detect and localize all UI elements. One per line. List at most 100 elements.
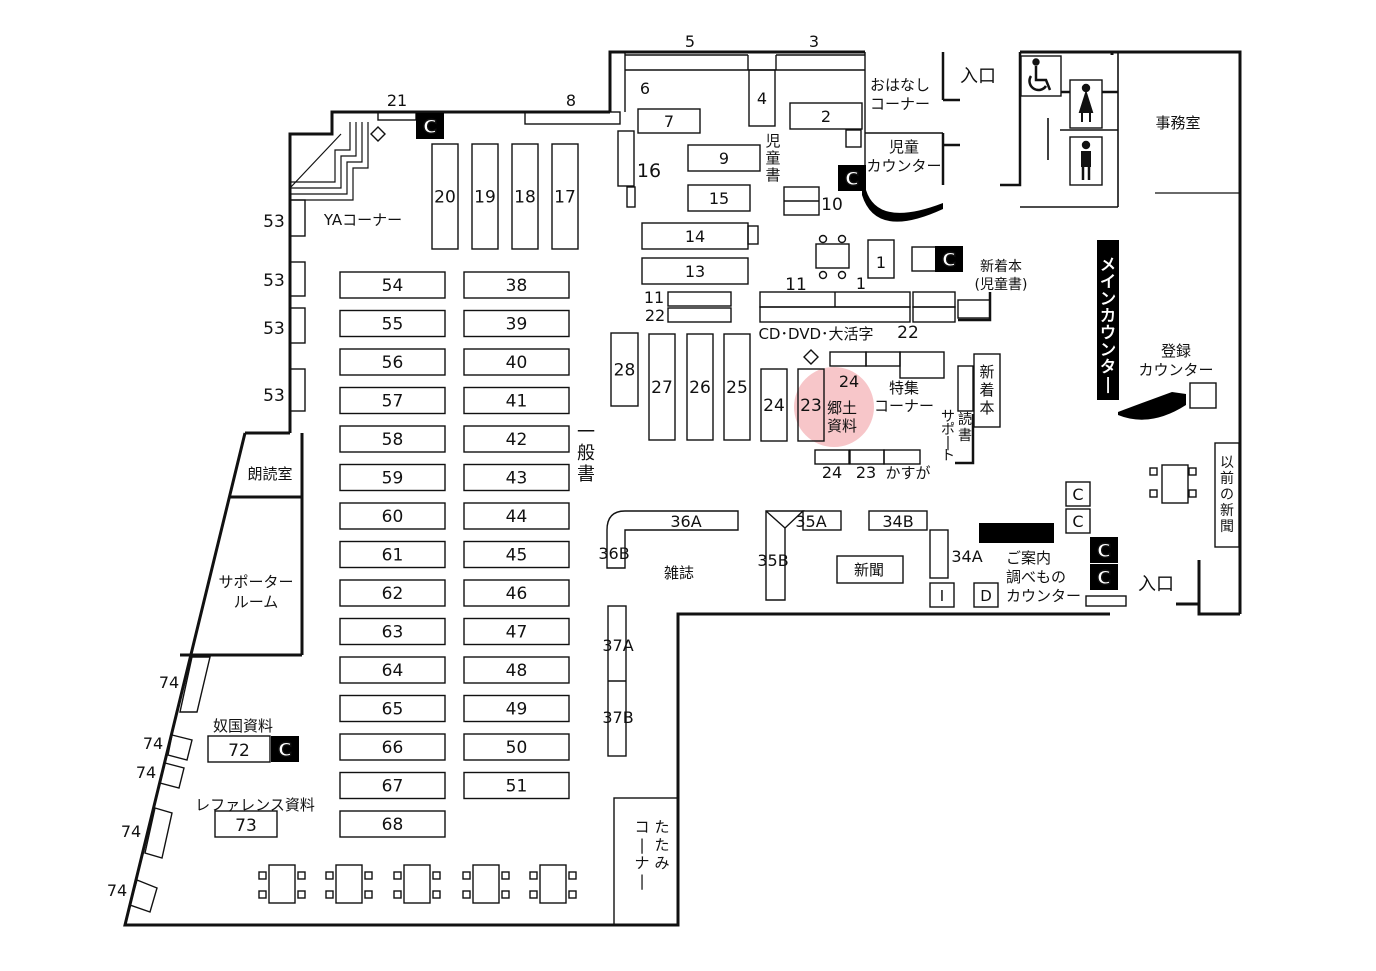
shelf-19 (471, 143, 499, 250)
male-restroom-icon (1069, 136, 1103, 186)
rooms-jido-counter-label: 児童カウンター (866, 138, 941, 175)
chair (325, 871, 334, 880)
chair (325, 890, 334, 899)
c-badge-label: C (1097, 540, 1111, 562)
c-badge (935, 246, 963, 272)
chair (462, 890, 471, 899)
areas-ippansho-label: 一般書 (577, 422, 595, 485)
shelf-labels-s63-label: 63 (382, 623, 404, 643)
shelf-labels-s15-label: 15 (709, 189, 729, 208)
shelf-labels-s22b-label: 22 (897, 323, 919, 343)
shelf-labels-s35b-label: 35B (757, 551, 788, 570)
shelf-labels-s51-label: 51 (506, 777, 528, 797)
shelf-labels-s18-label: 18 (514, 188, 536, 208)
shelf-labels-s38-label: 38 (506, 276, 528, 296)
shelf-13 (641, 257, 749, 285)
shelf-labels-s11a-label: 11 (644, 288, 664, 307)
shelf-51 (463, 771, 570, 800)
shelf-labels-s6-label: 6 (640, 79, 650, 98)
shelf-labels-s72-label: 72 (228, 741, 250, 761)
misc-structures (207, 111, 1240, 926)
c-badge-label: C (278, 739, 292, 761)
main-counter-label: メインカウンタ| (1100, 255, 1116, 394)
shelf-4 (748, 69, 776, 127)
chair (393, 871, 402, 880)
chair (432, 890, 441, 899)
areas-kasuga-label: かすが (885, 464, 930, 482)
shelf-45 (463, 540, 570, 569)
shelf-labels-s20-label: 20 (434, 188, 456, 208)
shelf-labels-s74c-label: 74 (136, 763, 156, 782)
reading-table (335, 864, 363, 904)
shelf-labels-s7-label: 7 (664, 112, 674, 131)
shelf-labels-s34a-label: 34A (951, 547, 982, 566)
shelf-labels-s54-label: 54 (382, 276, 404, 296)
shelf-labels-s13-label: 13 (685, 262, 705, 281)
shelf-44 (463, 502, 570, 530)
shelf-57 (339, 386, 446, 415)
shelf-labels-s44-label: 44 (506, 507, 528, 527)
shelf-56 (339, 348, 446, 376)
shelf-17 (551, 143, 579, 250)
shelf-63 (339, 617, 446, 646)
chair (297, 871, 306, 880)
chair (501, 890, 510, 899)
shelf-labels-s58-label: 58 (382, 430, 404, 450)
shelf-18 (511, 143, 539, 250)
entrances-upper-label: 入口 (960, 66, 996, 87)
shelf-labels-s11b-label: 11 (785, 275, 807, 295)
stairs (289, 122, 369, 201)
shelf-23a (797, 368, 825, 442)
shelf-labels-s9-label: 9 (719, 149, 729, 168)
shelf-50 (463, 733, 570, 761)
shelf-labels-s16-label: 16 (637, 160, 661, 182)
shelf-labels-s74d-label: 74 (121, 822, 141, 841)
shelf-labels-s57-label: 57 (382, 392, 404, 412)
shelf-labels-s43-label: 43 (506, 469, 528, 489)
shelf-labels-s60-label: 60 (382, 507, 404, 527)
c-badge (1090, 564, 1118, 590)
c-badge-label: C (423, 116, 437, 138)
chair (432, 871, 441, 880)
markers-d-label: D (980, 587, 992, 605)
chair (364, 890, 373, 899)
shelf-labels-s10-label: 10 (821, 195, 843, 215)
chair (364, 871, 373, 880)
shelf-labels-s36b-label: 36B (598, 544, 629, 563)
shelf-labels-s24b-label: 24 (763, 396, 785, 416)
shelf-labels-s45-label: 45 (506, 546, 528, 566)
areas-kyodo-shiryo-label: 郷土資料 (827, 399, 857, 435)
areas-shinchakubon-label: 新着本 (979, 363, 994, 417)
shelf-labels-s24a-label: 24 (839, 372, 859, 391)
shelf-54 (339, 271, 446, 299)
shelf-labels-s8-label: 8 (566, 91, 576, 110)
rooms-supporter-room-label: サポータールーム (218, 573, 293, 611)
shelf-28 (610, 332, 639, 407)
c-badge-label: C (1097, 567, 1111, 589)
shelf-labels-s73-label: 73 (235, 816, 257, 836)
c-badge-label: C (845, 168, 859, 190)
chair (393, 890, 402, 899)
shelf-49 (463, 694, 570, 723)
shelf-labels-s2-label: 2 (821, 107, 831, 126)
reading-table (403, 864, 431, 904)
areas-izen-shinbun-label: 以前の新聞 (1220, 455, 1234, 535)
shelf-labels-s64-label: 64 (382, 661, 404, 681)
wheelchair-icon (1020, 55, 1062, 97)
shelf-labels-s66-label: 66 (382, 738, 404, 758)
shelf-38 (463, 271, 570, 299)
shelf-27 (648, 333, 676, 441)
shelf-labels-s23b-label: 23 (856, 463, 876, 482)
rooms-left (180, 433, 304, 657)
shelf-9 (687, 144, 761, 172)
shelf-labels-s55-label: 55 (382, 315, 404, 335)
shelf-labels-s68-label: 68 (382, 815, 404, 835)
c-badge (838, 165, 866, 191)
shelf-labels-s17-label: 17 (554, 188, 576, 208)
shelf-labels-s42-label: 42 (506, 430, 528, 450)
shelf-26 (686, 333, 714, 441)
shelf-42 (463, 425, 570, 453)
